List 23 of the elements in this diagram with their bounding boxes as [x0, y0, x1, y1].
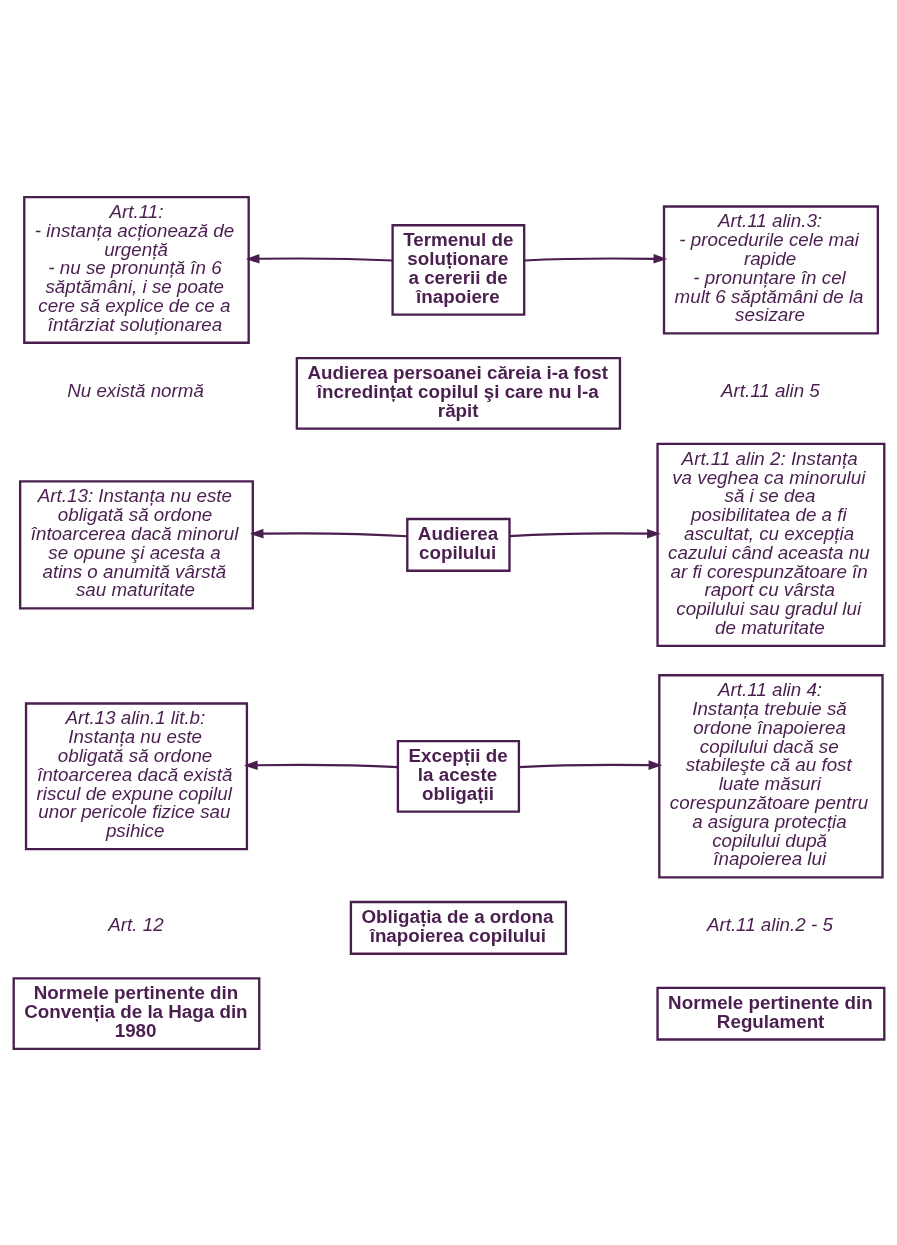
- node-box: Normele pertinente din Convenția de la Haga din 1980: [12, 976, 260, 1050]
- arrow: [245, 253, 392, 264]
- node-box: Excepții de la aceste obligații: [396, 739, 520, 813]
- arrow: [509, 528, 661, 538]
- node-box: Art.11 alin.3: - procedurile cele mai rapide - pronunțare în cel mult 6 săptămâni de la sesizare: [662, 204, 879, 335]
- label: Nu există normă: [66, 379, 204, 401]
- arrow: [243, 759, 398, 770]
- node-box: Art.11: - instanța acționează de urgență - nu se pronunță în 6 săptămâni, i se poate cere să explice de ce a întârziat soluționarea: [22, 195, 250, 344]
- node-box: Art.13 alin.1 lit.b: Instanța nu este obligată să ordone întoarcerea dacă există riscul de expune copilul unor pericole fizice sau psihice: [24, 701, 248, 850]
- node-box: Termenul de soluționare a cererii de înapoiere: [390, 223, 525, 316]
- arrow: [249, 528, 407, 538]
- label: Art.11 alin 5: [720, 379, 820, 401]
- node-box: Audierea copilului: [405, 517, 511, 572]
- arrow: [523, 253, 667, 264]
- label: Art.11 alin.2 - 5: [706, 913, 833, 935]
- node-box: Normele pertinente din Regulament: [655, 986, 885, 1041]
- node-box: Art.13: Instanța nu este obligată să ordone întoarcerea dacă minorul se opune şi acesta a atins o anumită vârstă sau maturitate: [18, 479, 254, 609]
- label: Art. 12: [107, 913, 164, 935]
- node-box: Art.11 alin 4: Instanța trebuie să ordone înapoierea copilului dacă se stabileşte că au fost luate măsuri corespunzătoare pentru a asigura protecția copilului după înapoierea lui: [657, 673, 884, 879]
- node-box: Art.11 alin 2: Instanța va veghea ca minorului să i se dea posibilitatea de a fi ascultat, cu excepția cazului când aceasta nu ar fi corespunzătoare în raport cu vârsta copilului sau gradul lui de maturitate: [655, 442, 885, 647]
- node-box: Audierea persoanei căreia i-a fost încredințat copilul şi care nu l-a răpit: [295, 356, 621, 430]
- arrow: [518, 759, 662, 770]
- node-box: Obligația de a ordona înapoierea copilului: [349, 900, 567, 955]
